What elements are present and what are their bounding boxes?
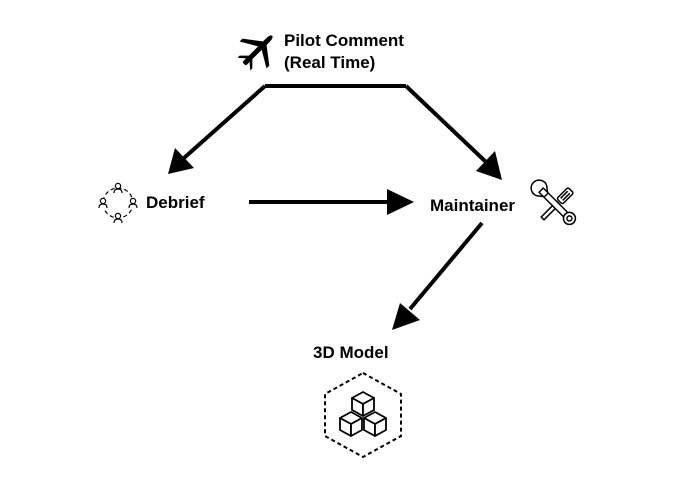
team-circle-icon xyxy=(98,182,138,224)
airplane-icon xyxy=(237,35,273,71)
arrow-maintainer-to-model xyxy=(392,221,484,330)
pilot-comment-subtitle: (Real Time) xyxy=(284,53,376,72)
3d-model-label: 3D Model xyxy=(313,343,389,362)
arrow-debrief-to-maintainer xyxy=(249,189,414,215)
debrief-label: Debrief xyxy=(146,193,205,212)
arrow-pilot-branches xyxy=(168,84,502,180)
pilot-comment-title: Pilot Comment xyxy=(284,31,404,50)
cubes-icon xyxy=(324,371,402,459)
pilot-comment-label: Pilot Comment (Real Time) xyxy=(284,30,404,74)
maintainer-label: Maintainer xyxy=(430,196,516,215)
tools-icon xyxy=(530,179,577,226)
